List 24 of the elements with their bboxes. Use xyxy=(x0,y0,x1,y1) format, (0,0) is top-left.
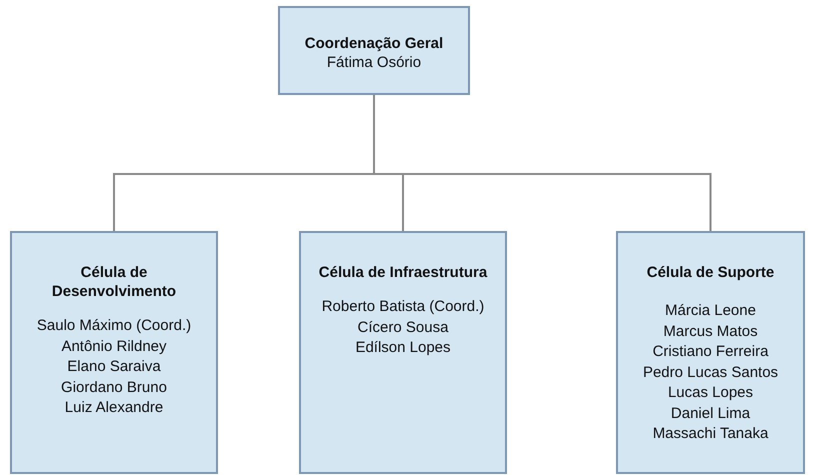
member-name: Antônio Rildney xyxy=(61,336,167,356)
member-name: Luiz Alexandre xyxy=(64,398,164,418)
member-name: Pedro Lucas Santos xyxy=(642,362,778,382)
member-name: Cícero Sousa xyxy=(358,318,448,338)
member-name: Roberto Batista (Coord.) xyxy=(322,297,484,317)
member-name: Edílson Lopes xyxy=(355,338,451,358)
member-name: Marcus Matos xyxy=(663,322,758,342)
member-name: Massachi Tanaka xyxy=(652,424,768,444)
member-name: Giordano Bruno xyxy=(61,378,167,398)
member-name: Cristiano Ferreira xyxy=(652,342,768,362)
unit-title: Coordenação Geral xyxy=(304,34,444,53)
member-name: Lucas Lopes xyxy=(668,383,754,403)
member-name: Márcia Leone xyxy=(665,301,756,321)
org-unit-box xyxy=(278,6,470,95)
member-name: Elano Saraiva xyxy=(67,357,161,377)
org-unit-box xyxy=(10,231,218,474)
member-name: Saulo Máximo (Coord.) xyxy=(36,316,192,336)
unit-title: Célula de Suporte xyxy=(646,263,776,282)
org-unit-box xyxy=(616,231,805,474)
unit-title: Célula de Infraestrutura xyxy=(318,263,488,282)
org-unit-box xyxy=(299,231,507,474)
unit-title: Célula de Desenvolvimento xyxy=(50,263,178,301)
member-name: Daniel Lima xyxy=(670,404,750,424)
member-name: Fátima Osório xyxy=(326,53,422,73)
